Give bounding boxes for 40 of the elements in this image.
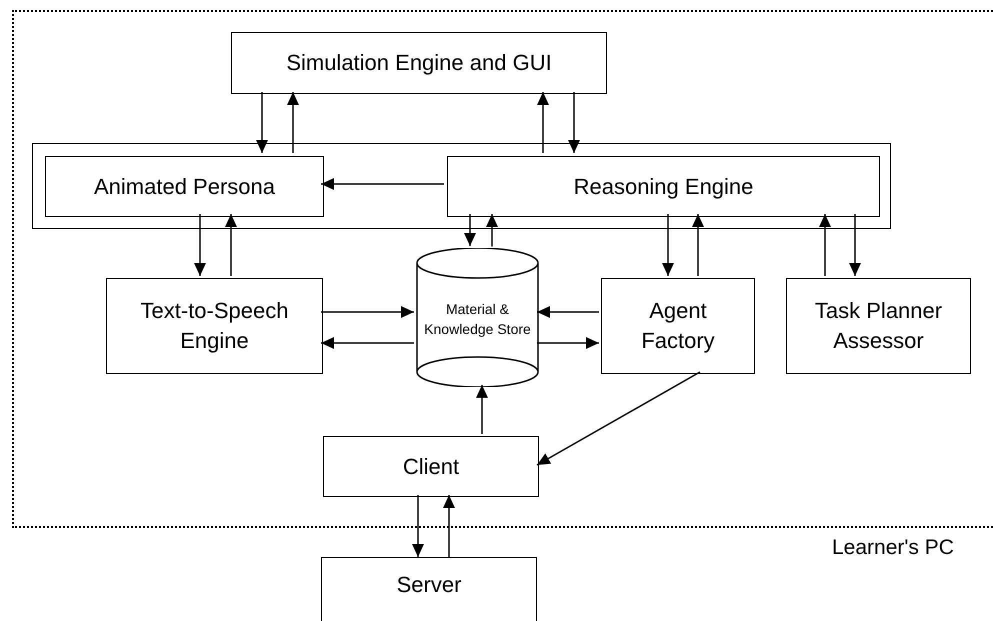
node-label: Server — [396, 571, 462, 599]
process-box — [601, 278, 755, 374]
arrow — [819, 214, 831, 276]
arrow — [568, 92, 580, 153]
process-box — [323, 436, 539, 497]
process-box — [231, 32, 607, 94]
node-label: Simulation Engine and GUI — [285, 49, 553, 77]
node-label: Animated Persona — [93, 172, 276, 200]
process-box — [321, 557, 537, 621]
arrow — [536, 371, 700, 466]
process-box — [786, 278, 971, 374]
arrow — [225, 214, 237, 276]
arrow — [321, 337, 414, 349]
arrow — [537, 306, 599, 318]
process-box — [45, 156, 324, 217]
node-label: Agent Factory — [640, 297, 716, 355]
arrow — [321, 178, 444, 190]
arrow — [486, 214, 498, 247]
arrow — [412, 495, 424, 557]
arrow — [287, 92, 299, 153]
process-box — [447, 156, 880, 217]
region-label: Learner's PC — [832, 535, 954, 561]
arrow — [537, 92, 549, 153]
node-label: Text-to-Speech Engine — [140, 297, 290, 355]
arrow — [256, 92, 268, 153]
arrow — [321, 306, 414, 318]
arrow — [662, 214, 674, 276]
arrow — [464, 214, 476, 246]
node-label: Client — [402, 452, 460, 480]
arrow — [849, 214, 861, 276]
arrow — [194, 214, 206, 276]
arrow — [537, 337, 599, 349]
process-box — [106, 278, 323, 374]
arrow — [476, 384, 488, 434]
node-label: Task Planner Assessor — [814, 297, 944, 355]
node-label: Reasoning Engine — [572, 172, 754, 201]
arrow — [692, 214, 704, 276]
node-label: Material & Knowledge Store — [423, 300, 532, 338]
arrow — [443, 495, 455, 557]
group-box — [32, 143, 891, 229]
